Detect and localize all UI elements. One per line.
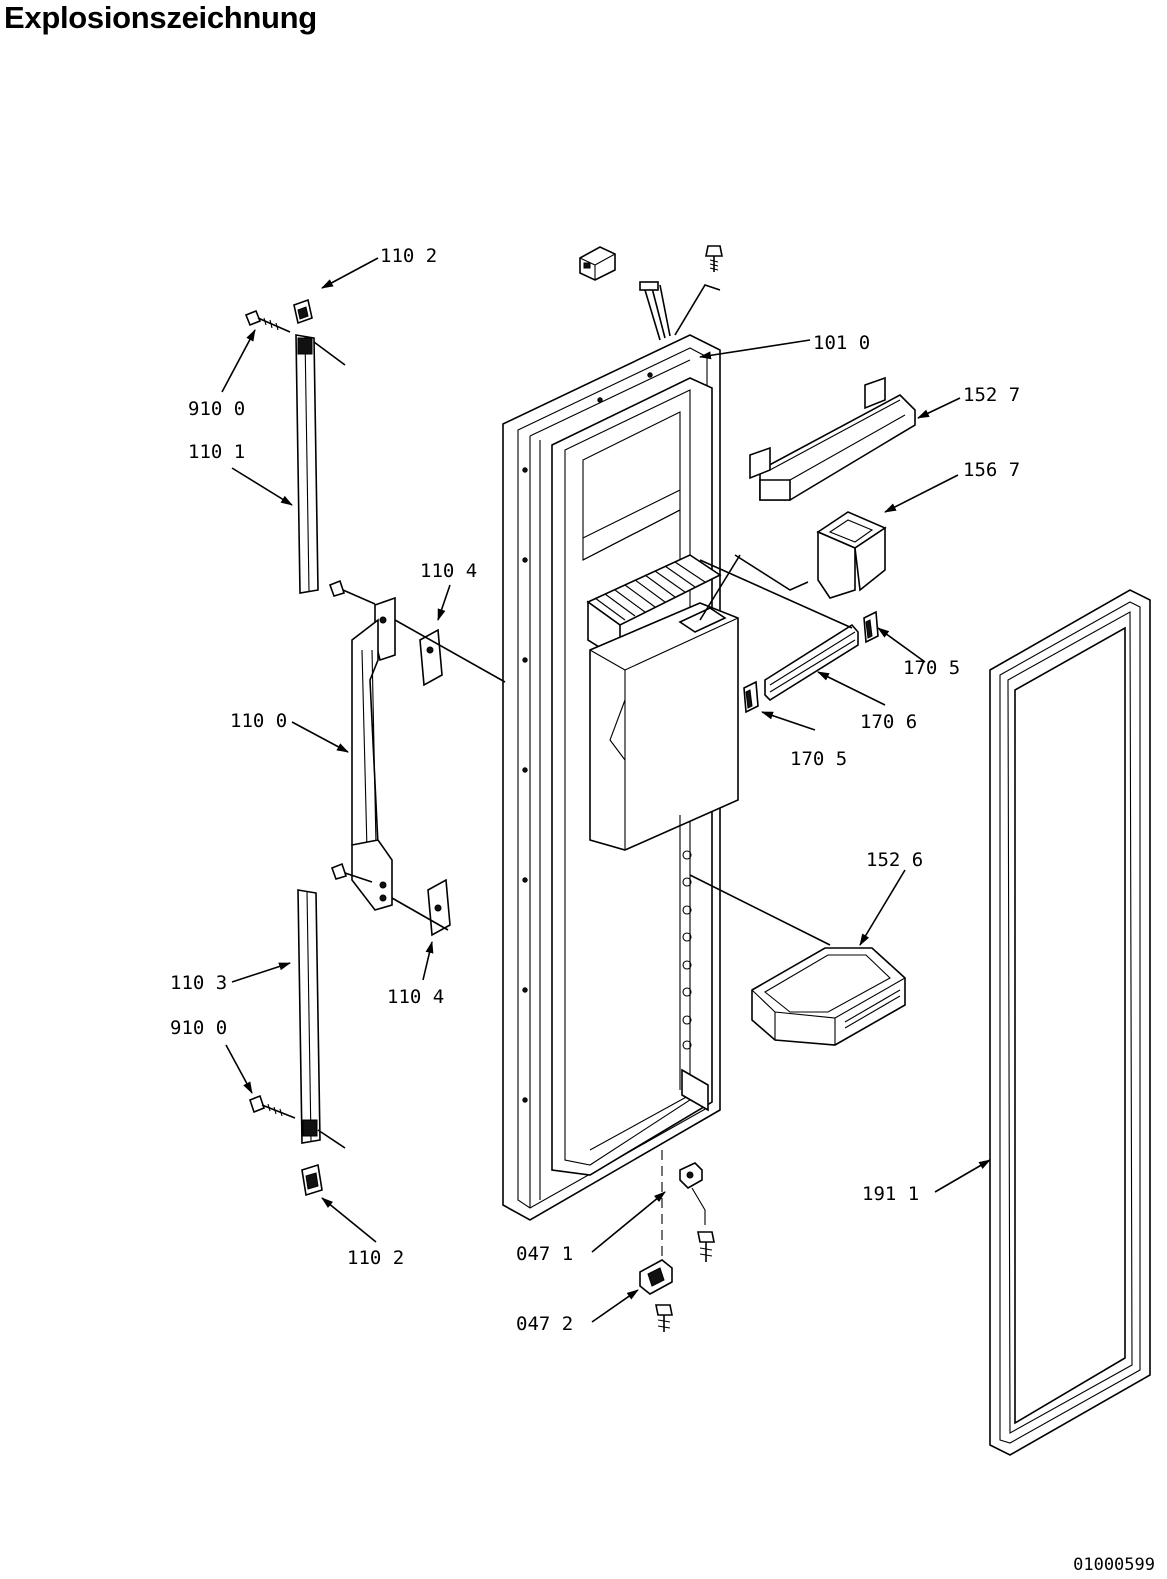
screw-lower [249,1094,296,1119]
rail-end-cap-upper [863,610,879,644]
gasket-holes [522,372,653,1103]
door-inner-panel [502,281,739,1221]
callout-047-2: 047 2 [516,1313,573,1335]
callout-110-3: 110 3 [170,972,227,994]
callout-110-0: 110 0 [230,710,287,732]
callout-152-7: 152 7 [963,384,1020,406]
door-gasket [989,589,1151,1456]
hinge-screw [697,1231,715,1262]
rail-end-cap-lower [743,680,759,714]
callout-110-1: 110 1 [188,441,245,463]
callout-110-4-bottom: 110 4 [387,986,444,1008]
clip-lower [301,1163,323,1197]
callout-arrows [221,257,991,1323]
handle-screw-upper [328,579,376,605]
document-id: 01000599 [1073,1555,1155,1575]
hinge-lower-screw [655,1304,673,1332]
ice-chute-funnel [699,511,887,621]
callout-047-1: 047 1 [516,1243,573,1265]
callout-156-7: 156 7 [963,459,1020,481]
page-title: Explosionszeichnung [4,0,317,35]
callout-101-0: 101 0 [813,332,870,354]
callout-170-5-bottom: 170 5 [790,748,847,770]
door-shelf-upper [749,376,916,501]
callout-191-1: 191 1 [862,1183,919,1205]
hinge-lower [639,1259,673,1295]
callout-170-5-top: 170 5 [903,657,960,679]
callout-910-0-bottom: 910 0 [170,1017,227,1039]
callout-110-2-bottom: 110 2 [347,1247,404,1269]
handle-plate-upper [394,619,506,687]
callout-labels: 110 2 910 0 110 1 110 4 110 0 110 3 910 … [170,245,1020,1335]
wire-connector [579,246,616,281]
callout-110-2-top: 110 2 [380,245,437,267]
handle-screw-lower [330,862,373,883]
screw-upper [244,309,291,333]
callout-910-0-top: 910 0 [188,398,245,420]
trim-strip-lower [297,889,346,1149]
door-shelf-lower [689,874,906,1046]
shelf-holes [682,850,692,1050]
callout-170-6: 170 6 [860,711,917,733]
dispenser-rail [699,559,859,702]
callout-152-6: 152 6 [866,849,923,871]
ground-screw [705,245,723,272]
door-handle [351,596,396,911]
handle-plate-lower [391,878,451,937]
trim-strip-upper [295,334,346,594]
hinge-upper [661,1150,706,1290]
dispenser-housing [589,602,739,851]
callout-110-4-top: 110 4 [420,560,477,582]
clip-upper [293,298,313,325]
